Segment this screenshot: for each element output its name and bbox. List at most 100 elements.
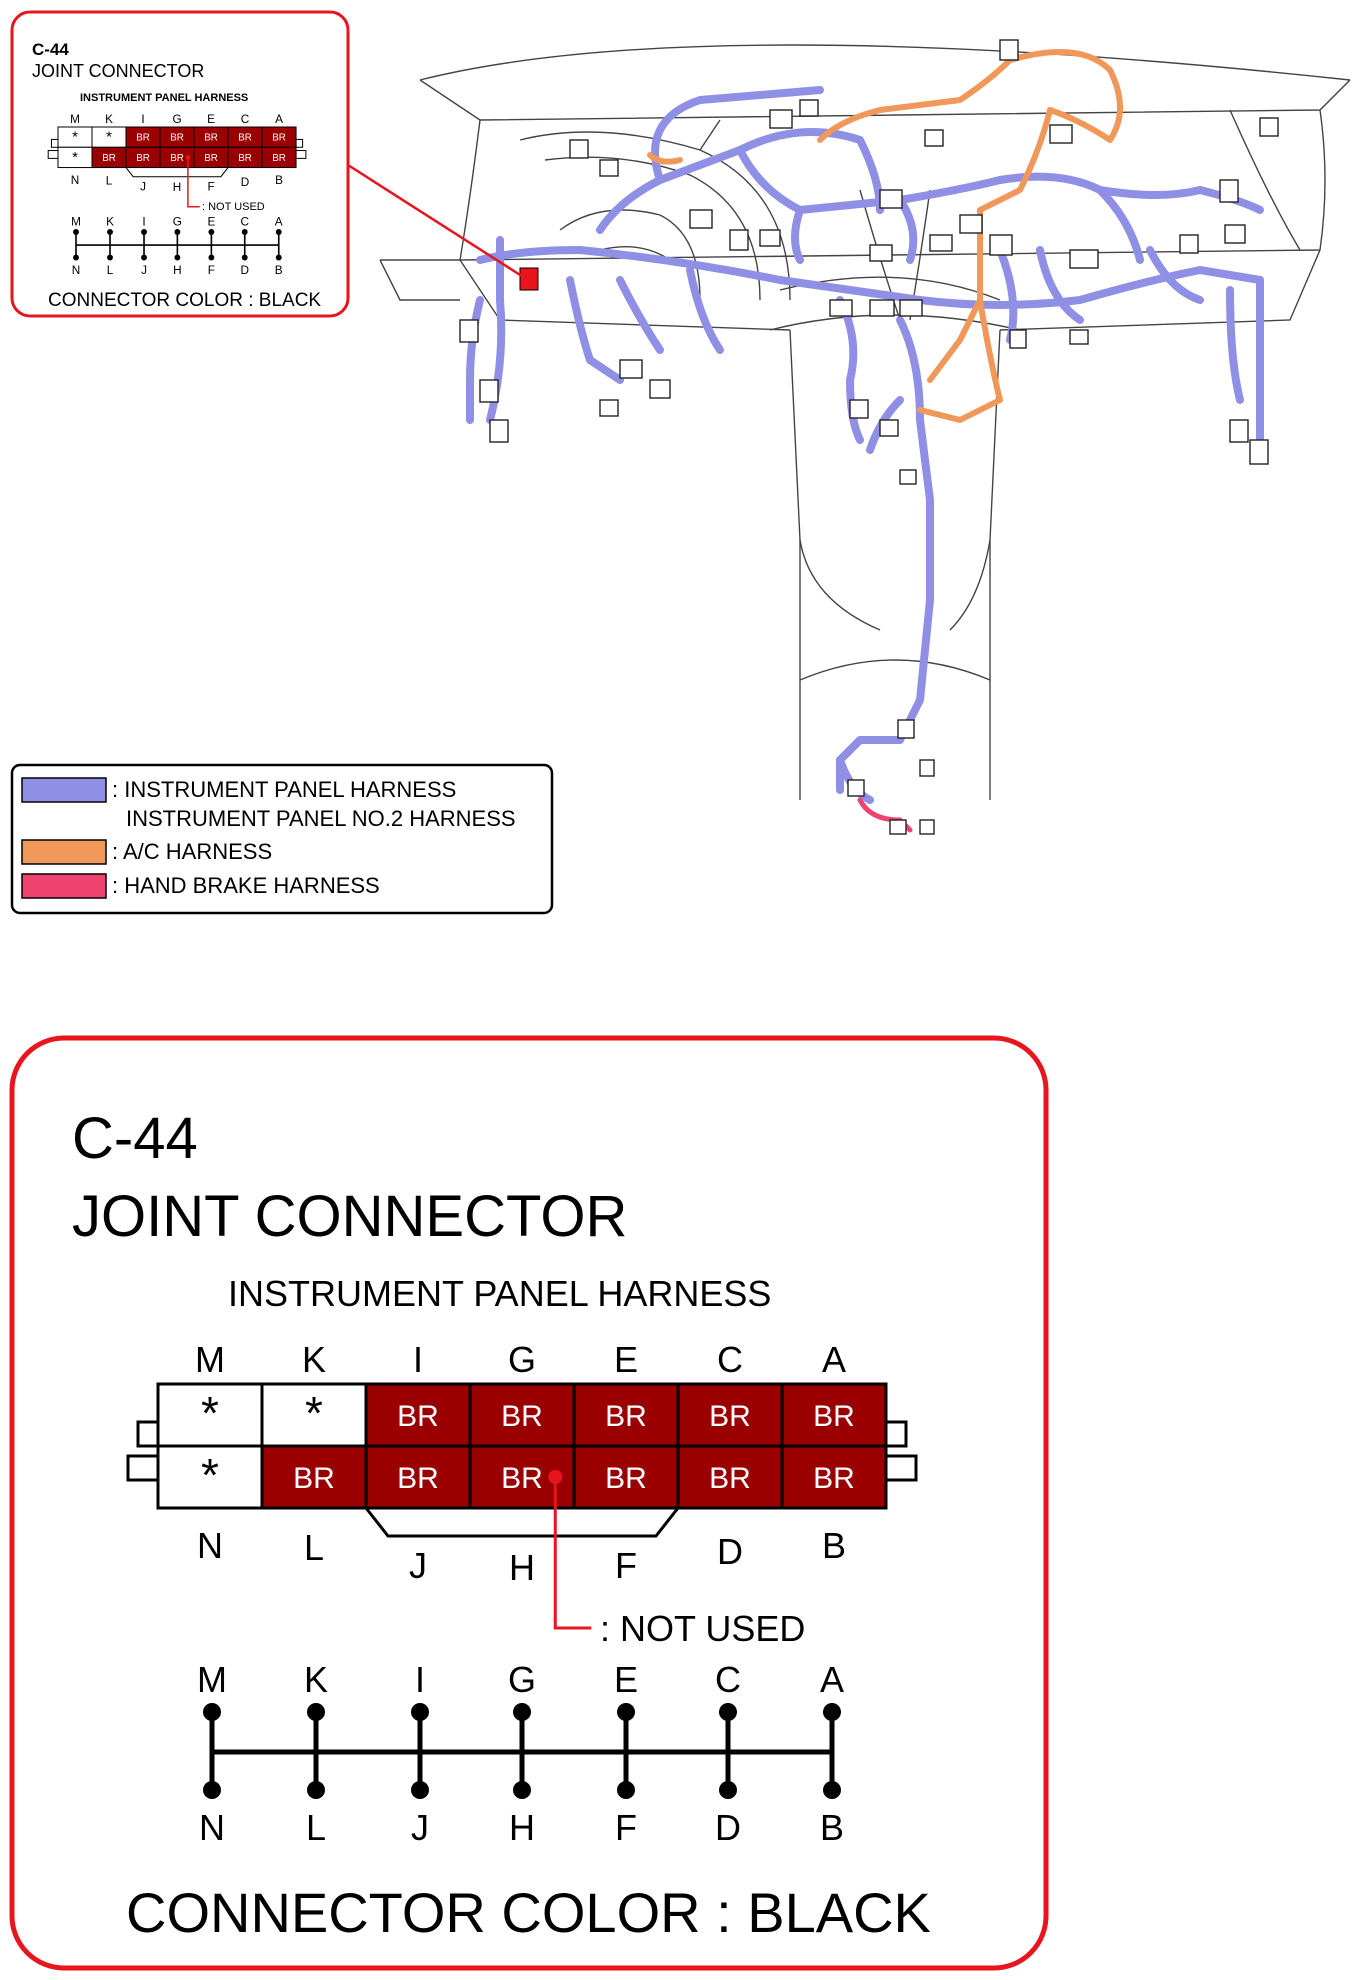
- bus-top-letter: C: [240, 215, 249, 228]
- connector-bottom-pin-letter: J: [140, 180, 146, 193]
- bus-terminal-top: [513, 1703, 531, 1721]
- connector-pin-label: BR: [204, 133, 218, 144]
- bus-terminal-bottom: [203, 1781, 221, 1799]
- large-callout-not-used: : NOT USED: [600, 1608, 805, 1649]
- bus-bottom-letter: B: [820, 1807, 844, 1848]
- connector-bottom-pin-letter: B: [822, 1525, 846, 1566]
- connector-bottom-pin-letter: J: [409, 1545, 427, 1586]
- connector-top-pin-letter: E: [207, 113, 215, 126]
- bus-terminal-top: [107, 229, 113, 235]
- connector-bottom-pin-letter: B: [275, 174, 283, 187]
- large-callout-title: JOINT CONNECTOR: [72, 1184, 627, 1249]
- small-callout-connector-color: CONNECTOR COLOR : BLACK: [48, 290, 321, 311]
- legend-swatch-ac: [21, 839, 107, 865]
- connector-top-pin-letter: G: [508, 1339, 536, 1380]
- bus-terminal-bottom: [107, 254, 113, 261]
- connector-pin-label: BR: [136, 133, 150, 144]
- connector-bottom-pin-letter: D: [717, 1531, 743, 1572]
- bus-bottom-letter: J: [411, 1807, 429, 1848]
- legend-swatch-instrument-panel: [21, 777, 107, 803]
- bus-terminal-bottom: [719, 1781, 737, 1799]
- large-callout-code: C-44: [72, 1106, 198, 1171]
- connector-pin-cell: [468, 1382, 576, 1448]
- connector-bottom-pin-letter: D: [241, 176, 250, 189]
- bus-terminal-top: [141, 229, 147, 235]
- connector-pin-label: *: [305, 1387, 323, 1439]
- connector-pin-label: *: [72, 129, 78, 146]
- not-used-leader: [553, 1477, 592, 1630]
- connector-pin-label: BR: [272, 133, 286, 144]
- bus-top-letter: M: [197, 1659, 227, 1700]
- bus-bottom-letter: J: [141, 264, 147, 277]
- bus-top-letter: I: [142, 215, 145, 228]
- connector-top-pin-letter: G: [172, 113, 181, 126]
- bus-terminal-top: [174, 229, 181, 235]
- bus-top-letter: M: [71, 215, 81, 228]
- bus-terminal-bottom: [241, 254, 248, 261]
- connector-pin-label: *: [201, 1449, 219, 1501]
- connector-top-pin-letter: A: [822, 1339, 846, 1380]
- bus-bottom-letter: D: [240, 264, 249, 277]
- bus-top-letter: I: [415, 1659, 425, 1700]
- bus-terminal-bottom: [823, 1781, 841, 1799]
- connector-pin-label: BR: [293, 1462, 335, 1495]
- legend-label-instrument-panel-no2: INSTRUMENT PANEL NO.2 HARNESS: [126, 806, 516, 831]
- bus-bottom-letter: B: [275, 264, 283, 277]
- connector-pin-label: BR: [709, 1462, 751, 1495]
- bus-top-letter: G: [508, 1659, 536, 1700]
- connector-bottom-pin-letter: L: [304, 1527, 324, 1568]
- harness-connectors: [459, 39, 1279, 835]
- connector-pin-label: BR: [813, 1462, 855, 1495]
- bus-terminal-top: [617, 1703, 635, 1721]
- connector-pin-cell: [676, 1444, 784, 1510]
- connector-keyway: [125, 167, 229, 178]
- connector-pin-cell: [572, 1444, 680, 1510]
- legend-label-instrument-panel: : INSTRUMENT PANEL HARNESS: [112, 777, 456, 802]
- connector-pin-label: BR: [204, 153, 218, 164]
- bus-terminal-top: [307, 1703, 325, 1721]
- bus-terminal-top: [823, 1703, 841, 1721]
- connector-pin-label: BR: [501, 1462, 543, 1495]
- connector-bottom-pin-letter: N: [71, 174, 80, 187]
- connector-pin-label: BR: [397, 1400, 439, 1433]
- connector-pin-label: BR: [170, 133, 184, 144]
- connector-top-pin-letter: C: [717, 1339, 743, 1380]
- connector-pin-cell: [780, 1382, 888, 1448]
- connector-top-pin-letter: M: [70, 113, 80, 126]
- bus-top-letter: A: [820, 1659, 844, 1700]
- legend-label-hand-brake: : HAND BRAKE HARNESS: [112, 873, 380, 898]
- connector-pin-cell: [780, 1444, 888, 1510]
- connector-bottom-pin-letter: N: [197, 1525, 223, 1566]
- bus-bottom-letter: N: [72, 264, 81, 277]
- bus-terminal-bottom: [141, 254, 147, 261]
- small-callout-code: C-44: [32, 40, 69, 59]
- connector-pin-label: *: [201, 1387, 219, 1439]
- connector-bottom-pin-letter: H: [509, 1547, 535, 1588]
- connector-pin-label: BR: [709, 1400, 751, 1433]
- small-callout-connector-marker: [519, 267, 539, 291]
- connector-pin-cell: [364, 1444, 472, 1510]
- connector-pin-cell: [156, 1382, 264, 1448]
- bus-bottom-letter: H: [173, 264, 182, 277]
- legend-swatch-hand-brake: [21, 873, 107, 899]
- dashboard-outline: [379, 44, 1351, 800]
- connector-top-pin-letter: E: [614, 1339, 638, 1380]
- bus-terminal-top: [241, 229, 248, 235]
- bus-bottom-letter: F: [615, 1807, 637, 1848]
- bus-top-letter: A: [275, 215, 283, 228]
- instrument-panel-harness: [466, 86, 1264, 804]
- connector-pin-label: BR: [397, 1462, 439, 1495]
- connector-pin-cell: [261, 146, 297, 169]
- bus-terminal-bottom: [513, 1781, 531, 1799]
- connector-bottom-pin-letter: F: [615, 1545, 637, 1586]
- bus-terminal-bottom: [307, 1781, 325, 1799]
- large-callout: C-44 JOINT CONNECTOR INSTRUMENT PANEL HA…: [9, 1035, 1049, 1971]
- connector-pin-label: BR: [102, 153, 116, 164]
- large-callout-harness: INSTRUMENT PANEL HARNESS: [228, 1273, 771, 1314]
- bus-top-letter: K: [106, 215, 114, 228]
- bus-bottom-letter: F: [208, 264, 215, 277]
- small-callout-title: JOINT CONNECTOR: [32, 61, 204, 81]
